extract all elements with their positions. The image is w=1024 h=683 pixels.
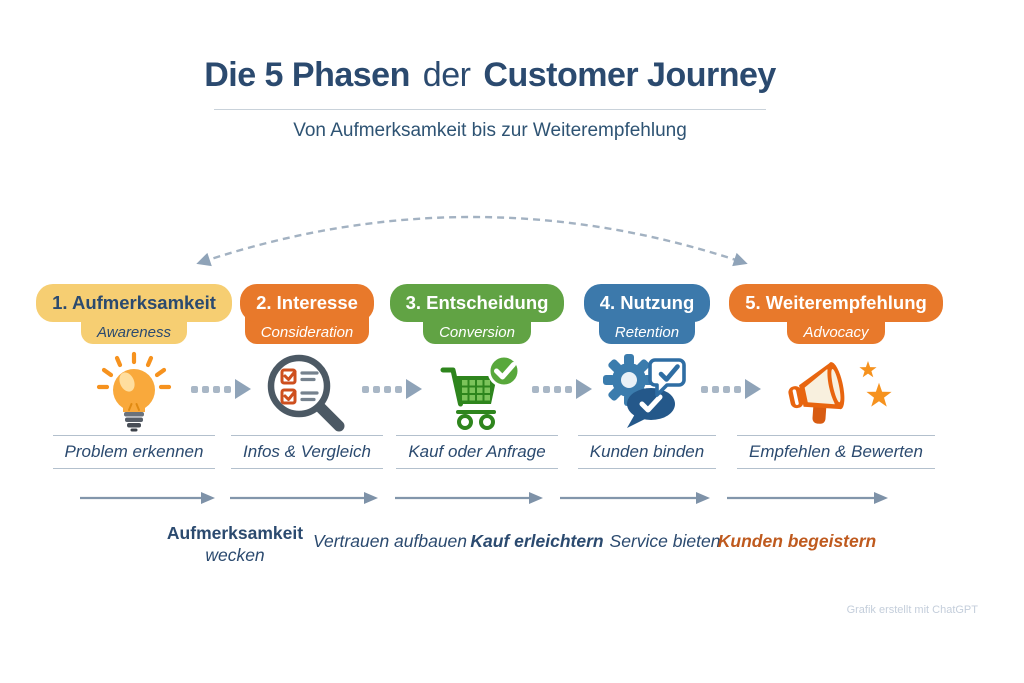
cart-check-icon <box>431 349 523 435</box>
step-label: Kauf oder Anfrage <box>396 435 558 469</box>
action-label-service: Service bieten <box>609 531 721 551</box>
action-line-1: Aufmerksamkeit <box>166 523 304 543</box>
journey-loop-arrow <box>196 215 748 267</box>
action-label-purchase: Kauf erleichtern <box>470 531 604 551</box>
step-label: Problem erkennen <box>52 435 216 469</box>
lightbulb-icon <box>92 349 176 435</box>
phase-badge-conversion: 3. Entscheidung Conversion <box>389 284 565 344</box>
phase-badge-awareness: 1. Aufmerksamkeit Awareness <box>36 284 232 344</box>
title-part-1: Die 5 Phasen <box>204 56 410 94</box>
phase-column-consideration: 2. Interesse Consideration Infos & Vergl… <box>222 284 392 469</box>
phase-name: 4. Nutzung <box>583 284 711 322</box>
header: Die 5 Phasen der Customer Journey Von Au… <box>188 56 792 142</box>
title-divider <box>214 109 766 110</box>
action-label-awareness: Aufmerksamkeit wecken <box>167 523 303 566</box>
gear-chat-bubbles-icon <box>599 349 695 435</box>
megaphone-stars-icon <box>775 349 897 435</box>
dashed-arrow-icon <box>701 379 761 399</box>
action-line-2: wecken <box>205 545 265 565</box>
dashed-arrow-icon <box>532 379 592 399</box>
title-part-3: Customer Journey <box>483 56 776 94</box>
phase-column-advocacy: 5. Weiterempfehlung Advocacy Empfehlen &… <box>729 284 943 469</box>
phase-name: 5. Weiterempfehlung <box>729 284 943 322</box>
subtitle: Von Aufmerksamkeit bis zur Weiterempfehl… <box>293 120 687 141</box>
timeline-arrow <box>80 492 888 504</box>
credit-text: Grafik erstellt mit ChatGPT <box>846 604 978 616</box>
phase-badge-retention: 4. Nutzung Retention <box>583 284 711 344</box>
dashed-arrow-icon <box>362 379 422 399</box>
phase-column-awareness: 1. Aufmerksamkeit Awareness <box>34 284 234 469</box>
phase-column-retention: 4. Nutzung Retention <box>562 284 732 469</box>
page-title: Die 5 Phasen der Customer Journey <box>188 56 792 95</box>
magnifier-checklist-icon <box>261 349 353 435</box>
phase-column-conversion: 3. Entscheidung Conversion Kauf oder Anf… <box>389 284 565 469</box>
dashed-arrow-icon <box>191 379 251 399</box>
phase-name: 2. Interesse <box>240 284 374 322</box>
action-label-delight: Kunden begeistern <box>717 531 877 551</box>
phase-badge-consideration: 2. Interesse Consideration <box>240 284 374 344</box>
step-label: Infos & Vergleich <box>231 435 383 469</box>
phase-badge-advocacy: 5. Weiterempfehlung Advocacy <box>729 284 943 344</box>
step-label: Kunden binden <box>577 435 717 469</box>
phase-name: 3. Entscheidung <box>389 284 565 322</box>
step-label: Empfehlen & Bewerten <box>737 435 935 469</box>
title-part-2: der <box>422 56 471 94</box>
phase-name: 1. Aufmerksamkeit <box>36 284 232 322</box>
action-label-trust: Vertrauen aufbauen <box>312 531 468 551</box>
